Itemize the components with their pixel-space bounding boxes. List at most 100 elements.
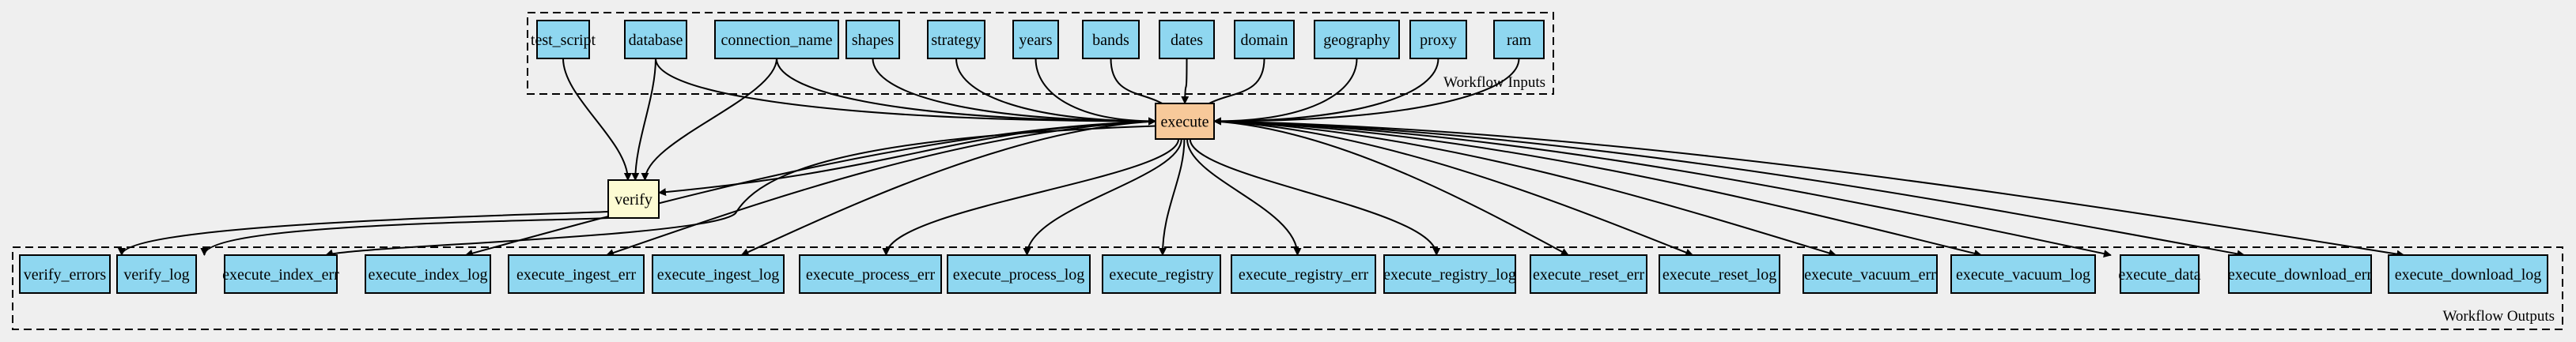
input-node-box <box>1314 20 1400 59</box>
edge-years-to-execute <box>1035 58 1156 126</box>
edge-test-script-to-verify <box>562 58 632 181</box>
edge-execute-to-execute-index-err <box>325 125 1156 257</box>
output-node-label: execute_reset_err <box>1533 266 1644 284</box>
output-node-label: execute_download_log <box>2395 266 2542 284</box>
input-node-label: test_script <box>531 32 596 49</box>
edge-execute-to-execute-download-log <box>1213 120 2405 258</box>
output-node-label: verify_errors <box>24 266 107 284</box>
output-node-box <box>1383 254 1516 294</box>
input-node-box <box>1234 20 1295 59</box>
verify-node-box <box>607 179 660 219</box>
edge-execute-to-execute-process-log <box>1023 138 1182 256</box>
output-node-box <box>1102 254 1221 294</box>
edge-execute-to-execute-reset-err <box>1213 120 1569 256</box>
node-execute-index-err: execute_index_err <box>222 254 339 294</box>
node-strategy: strategy <box>927 20 985 59</box>
output-node-box <box>1530 254 1647 294</box>
node-execute-download-log: execute_download_log <box>2388 254 2548 294</box>
edge-database-to-execute <box>655 58 1156 126</box>
edge-execute-to-execute-index-log <box>464 120 1156 257</box>
node-execute: execute <box>1155 103 1215 140</box>
node-domain: domain <box>1234 20 1295 59</box>
output-node-label: execute_vacuum_err <box>1804 266 1936 284</box>
workflow-inputs-label: Workflow Inputs <box>1443 74 1545 91</box>
output-node-box <box>947 254 1091 294</box>
edge-execute-to-execute-vacuum-err <box>1213 120 1837 257</box>
output-node-label: execute_ingest_log <box>657 266 779 284</box>
edge-execute-to-execute-registry-log <box>1189 138 1441 256</box>
edge-execute-to-execute-process-err <box>882 138 1180 256</box>
output-node-box <box>799 254 942 294</box>
verify-node-label: verify <box>615 191 653 209</box>
output-node-label: execute_vacuum_log <box>1956 266 2090 284</box>
edge-database-to-verify <box>631 58 656 181</box>
edge-execute-to-execute-registry-err <box>1186 138 1302 256</box>
node-database: database <box>624 20 687 59</box>
output-node-box <box>508 254 645 294</box>
node-dates: dates <box>1159 20 1215 59</box>
node-geography: geography <box>1314 20 1400 59</box>
edge-dates-to-execute <box>1181 58 1190 104</box>
output-node-box <box>652 254 785 294</box>
output-node-label: execute_index_err <box>222 266 339 284</box>
input-node-label: domain <box>1241 32 1288 49</box>
edge-verify-to-verify-log <box>200 217 609 256</box>
node-shapes: shapes <box>845 20 900 59</box>
output-node-label: execute_ingest_err <box>516 266 636 284</box>
input-node-label: years <box>1019 32 1052 49</box>
node-execute-process-log: execute_process_log <box>947 254 1091 294</box>
node-execute-registry: execute_registry <box>1102 254 1221 294</box>
output-node-label: verify_log <box>123 266 189 284</box>
workflow-inputs-cluster: Workflow Inputs <box>527 12 1554 95</box>
node-verify-errors: verify_errors <box>19 254 111 294</box>
output-node-label: execute_registry_log <box>1383 266 1516 284</box>
input-node-box <box>714 20 839 59</box>
node-execute-download-err: execute_download_err <box>2228 254 2372 294</box>
node-verify: verify <box>607 179 660 219</box>
node-connection-name: connection_name <box>714 20 839 59</box>
node-execute-process-err: execute_process_err <box>799 254 942 294</box>
output-node-box <box>1659 254 1780 294</box>
output-node-label: execute_download_err <box>2228 266 2372 284</box>
output-node-label: execute_reset_log <box>1662 266 1776 284</box>
node-execute-data: execute_data <box>2118 254 2201 294</box>
output-node-box <box>224 254 338 294</box>
input-node-label: shapes <box>852 32 895 49</box>
output-node-box <box>19 254 111 294</box>
workflow-outputs-cluster: Workflow Outputs <box>12 246 2563 330</box>
output-node-box <box>1231 254 1376 294</box>
edge-execute-to-execute-ingest-log <box>740 120 1156 256</box>
edge-execute-to-execute-data <box>1213 120 2112 258</box>
edge-connection-name-to-execute <box>776 58 1156 126</box>
node-execute-vacuum-err: execute_vacuum_err <box>1802 254 1938 294</box>
node-proxy: proxy <box>1409 20 1467 59</box>
input-node-box <box>536 20 590 59</box>
edge-execute-to-execute-ingest-err <box>606 120 1156 257</box>
workflow-outputs-label: Workflow Outputs <box>2443 308 2555 325</box>
edge-geography-to-execute <box>1213 58 1358 126</box>
node-years: years <box>1012 20 1059 59</box>
edge-execute-to-execute-reset-log <box>1213 120 1694 257</box>
node-verify-log: verify_log <box>116 254 197 294</box>
input-node-box <box>1082 20 1140 59</box>
edge-shapes-to-execute <box>872 58 1156 126</box>
edge-execute-to-execute-vacuum-log <box>1213 120 1982 257</box>
input-node-label: proxy <box>1420 32 1457 49</box>
input-node-box <box>845 20 900 59</box>
execute-node-box <box>1155 103 1215 140</box>
nodes-layer: test_script database connection_name shapes… <box>19 20 2548 294</box>
input-node-label: bands <box>1092 32 1129 49</box>
output-node-box <box>2228 254 2372 294</box>
output-node-box <box>116 254 197 294</box>
execute-node-label: execute <box>1160 114 1209 131</box>
node-execute-reset-err: execute_reset_err <box>1530 254 1647 294</box>
node-execute-reset-log: execute_reset_log <box>1659 254 1780 294</box>
input-node-label: database <box>629 32 683 49</box>
input-node-label: dates <box>1171 32 1203 49</box>
output-node-label: execute_data <box>2118 266 2200 284</box>
node-execute-ingest-err: execute_ingest_err <box>508 254 645 294</box>
input-node-box <box>624 20 687 59</box>
node-execute-vacuum-log: execute_vacuum_log <box>1950 254 2096 294</box>
output-node-label: execute_registry <box>1109 266 1213 284</box>
